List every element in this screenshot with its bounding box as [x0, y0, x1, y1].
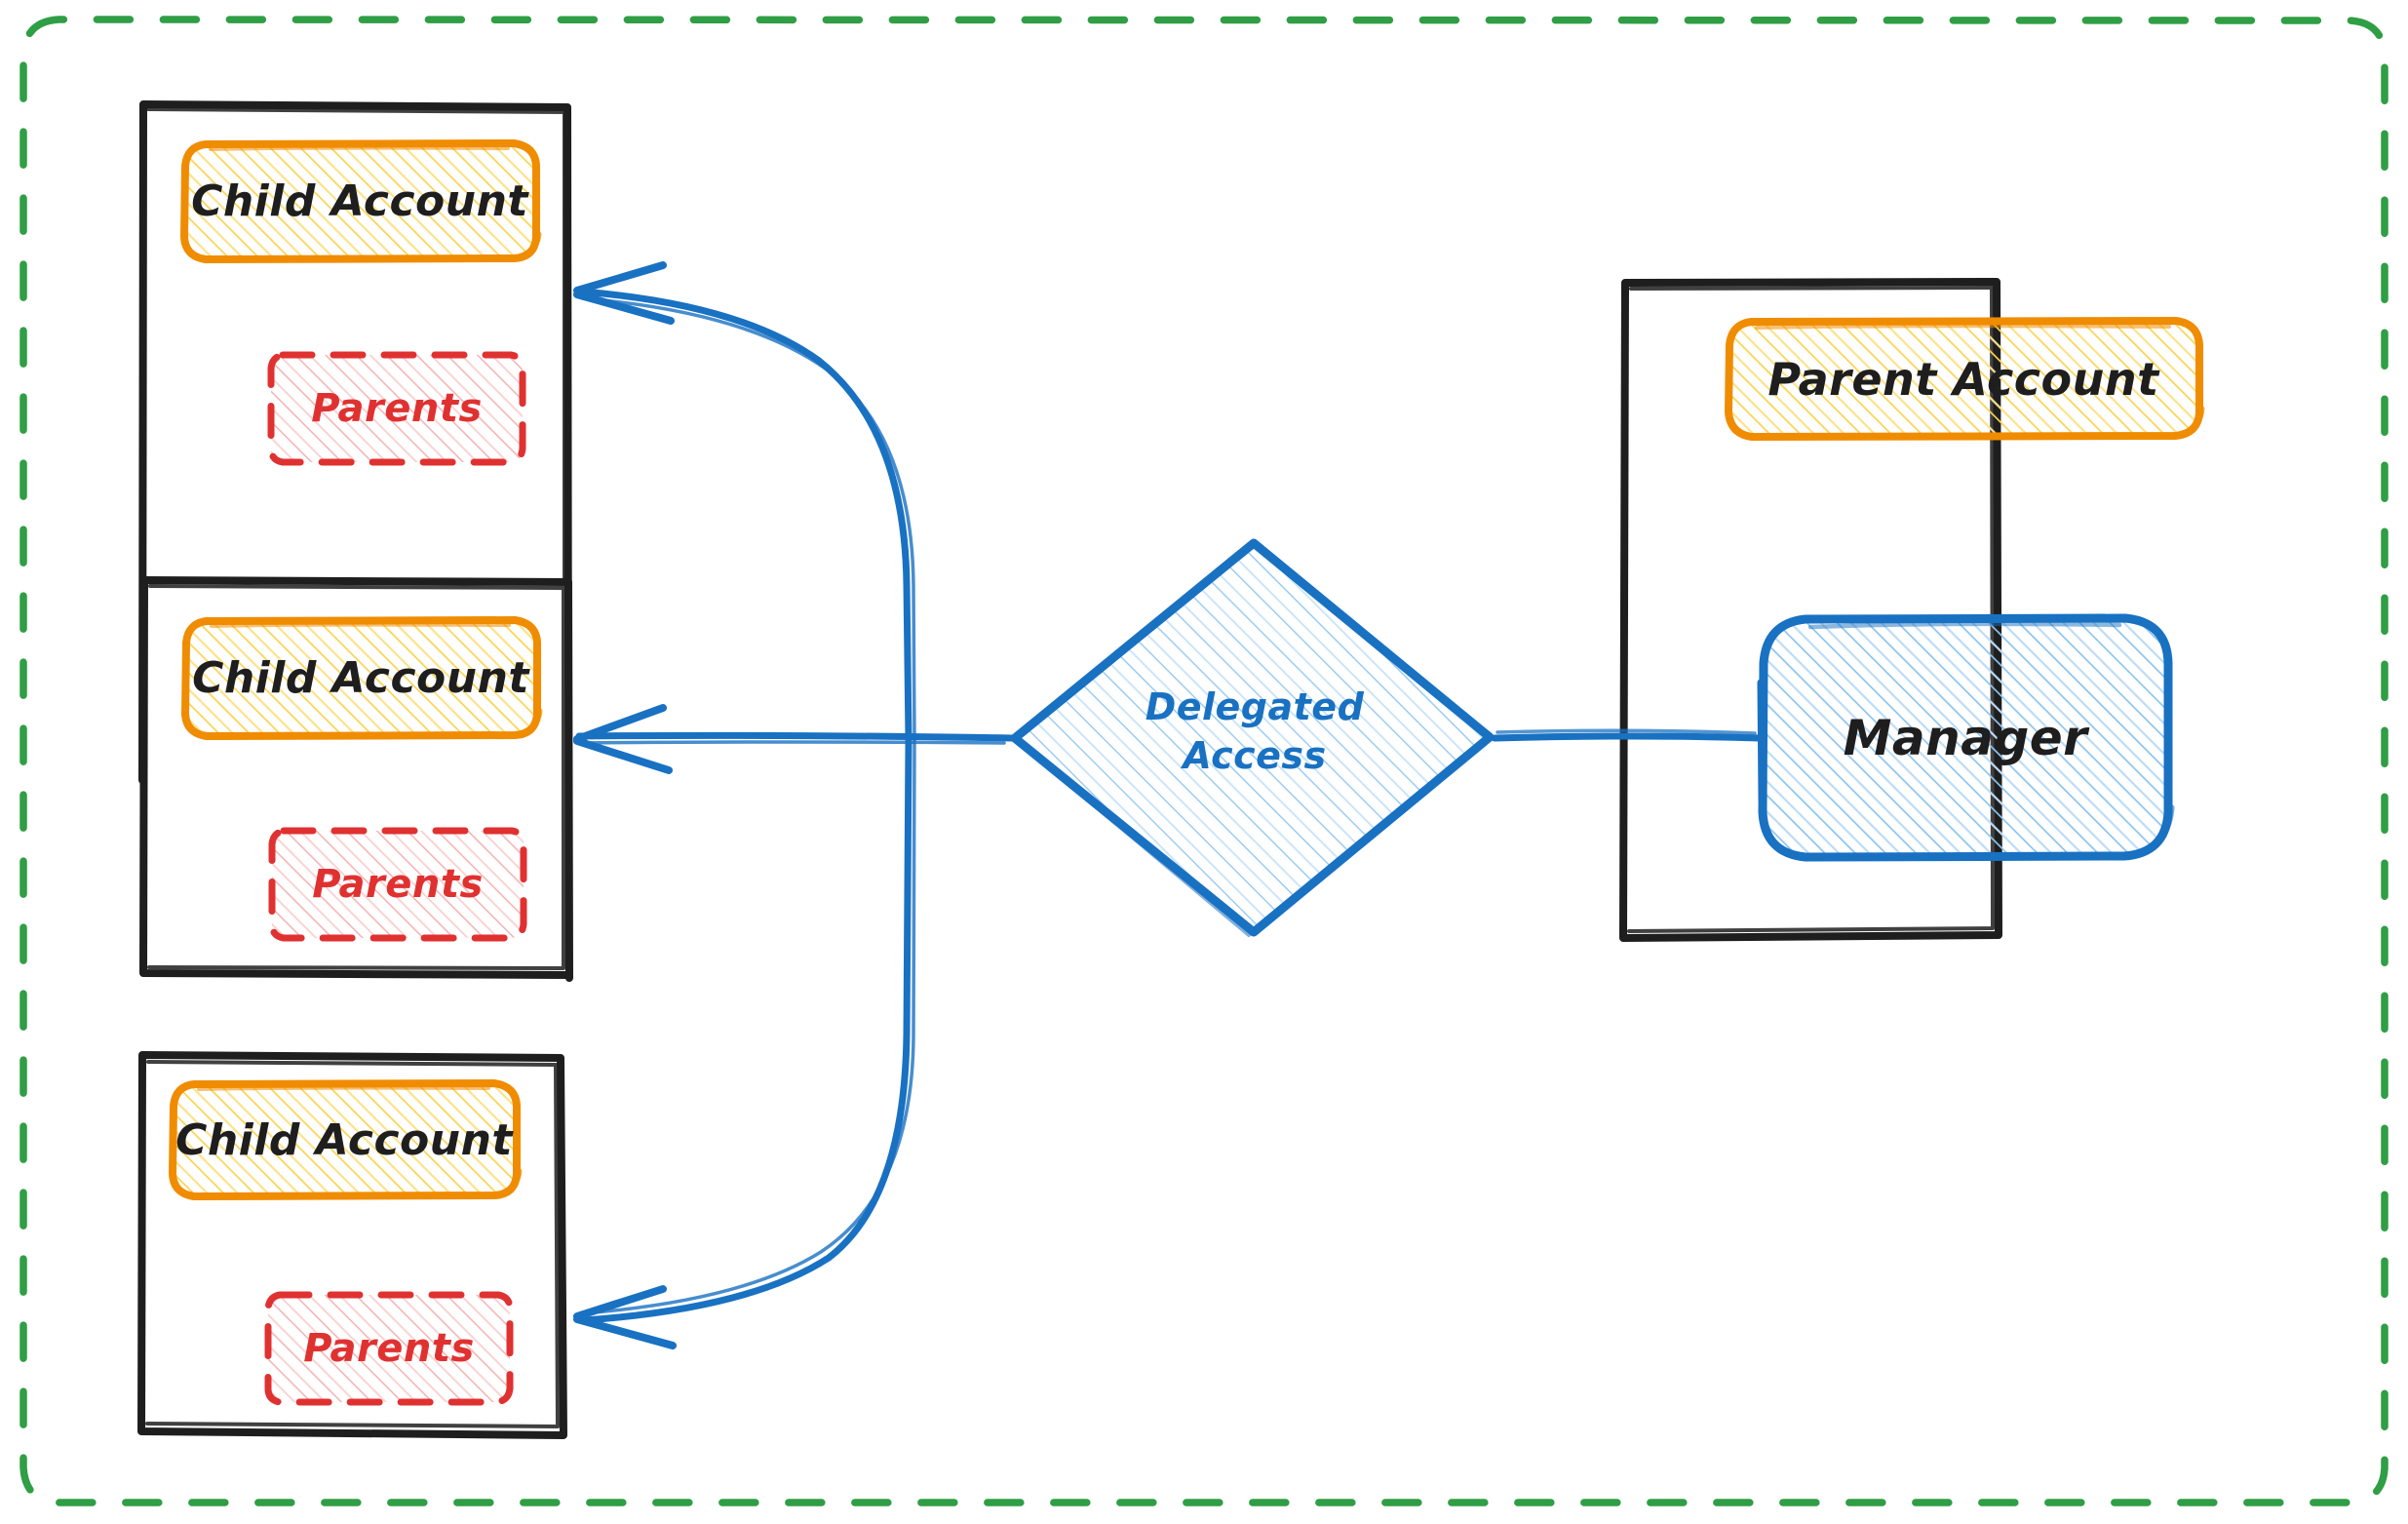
- child-account-box-3[interactable]: [169, 1079, 523, 1200]
- connector-manager-to-delegated-access: [1491, 679, 1766, 803]
- child-account-container-2[interactable]: [139, 576, 573, 982]
- arrow-delegated-access-to-child-2: [573, 704, 1016, 774]
- manager-box[interactable]: [1758, 613, 2175, 862]
- arrow-delegated-access-to-child-3: [573, 737, 916, 1349]
- child-account-box-2[interactable]: [181, 616, 543, 740]
- organization-boundary: [19, 16, 2389, 1506]
- parents-box-1[interactable]: [267, 351, 526, 466]
- parent-account-container[interactable]: [1619, 278, 2205, 942]
- parent-account-box[interactable]: [1725, 317, 2205, 441]
- delegated-access-diamond[interactable]: [1010, 538, 1495, 937]
- child-account-container-3[interactable]: [137, 1051, 567, 1439]
- arrow-delegated-access-to-child-1: [573, 261, 916, 743]
- parents-box-3[interactable]: [264, 1291, 514, 1406]
- parents-box-2[interactable]: [268, 827, 527, 942]
- child-account-box-1[interactable]: [180, 139, 542, 263]
